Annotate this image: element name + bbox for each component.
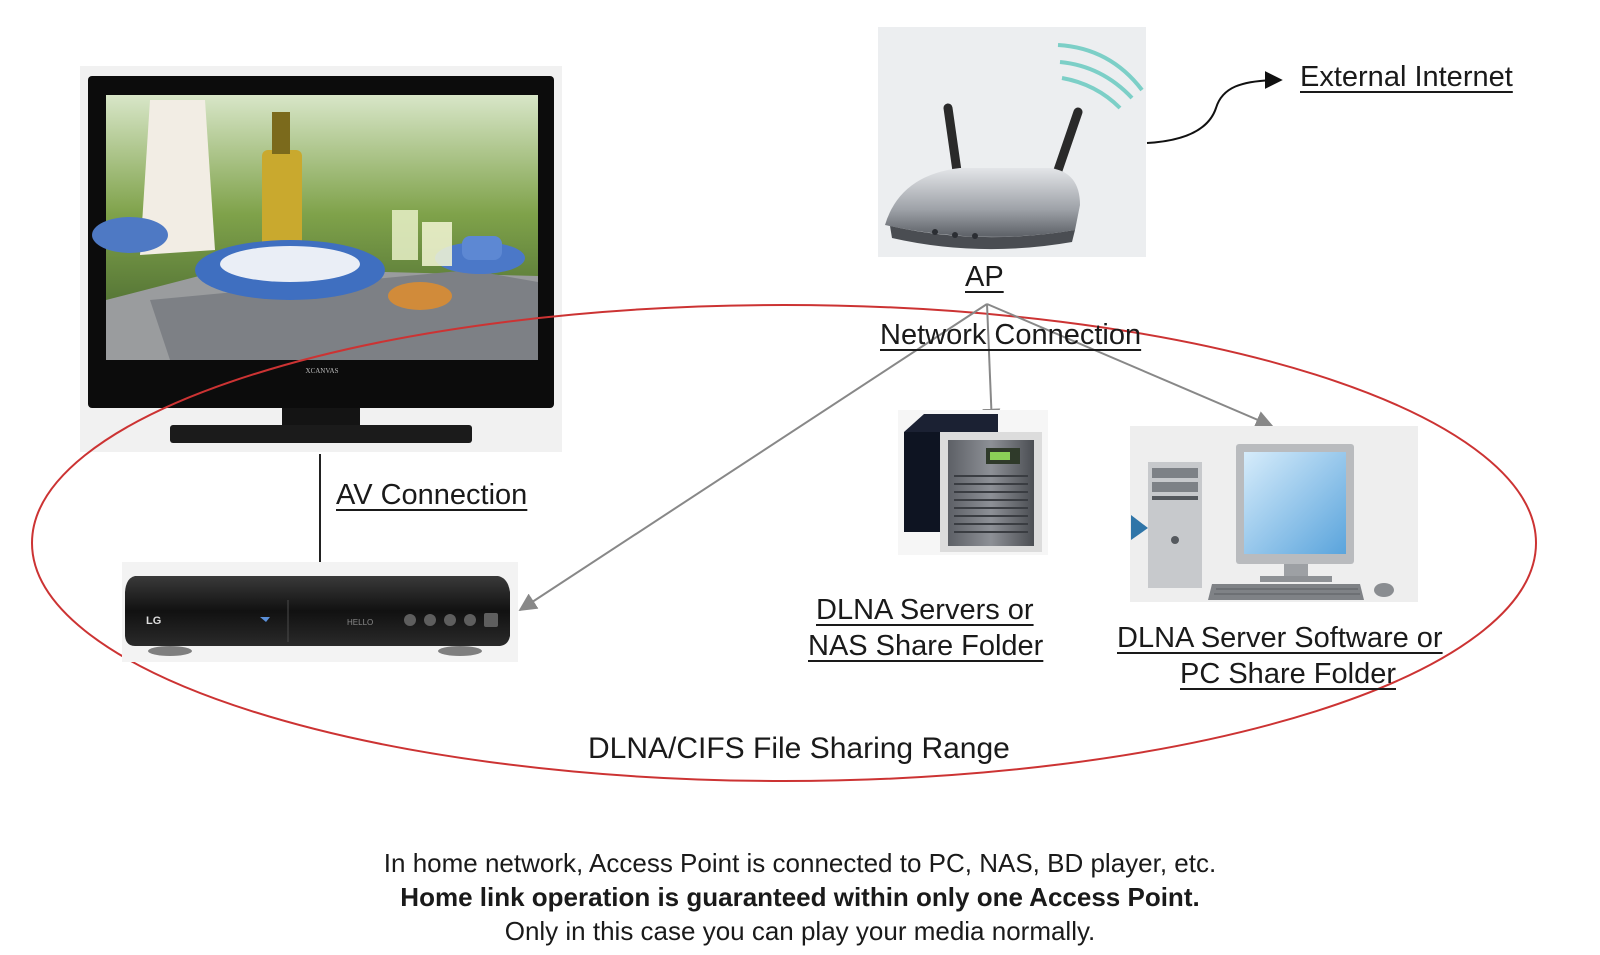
nas-label-line2: NAS Share Folder <box>808 630 1044 662</box>
pc-computer-icon <box>1130 426 1418 602</box>
player-display-label: HELLO <box>347 618 373 627</box>
caption-line3: Only in this case you can play your medi… <box>504 916 1096 946</box>
pc-label-line1: DLNA Server Software or <box>1117 622 1443 654</box>
internet-connection-arrow <box>1146 71 1283 144</box>
external-internet-label: External Internet <box>1300 61 1513 93</box>
network-connection-label: Network Connection <box>880 319 1142 351</box>
ap-label: AP <box>965 261 1004 293</box>
router-icon <box>878 27 1146 257</box>
sharing-range-ellipse <box>31 304 1537 782</box>
pc-label-line2: PC Share Folder <box>1180 658 1396 690</box>
tv-icon: XCANVAS <box>80 66 562 452</box>
nas-label-line1: DLNA Servers or <box>816 594 1034 626</box>
nas-server-icon <box>898 410 1048 555</box>
bluray-player-icon: LG HELLO <box>122 562 518 662</box>
sharing-range-label: DLNA/CIFS File Sharing Range <box>588 732 1010 765</box>
caption-line2: Home link operation is guaranteed within… <box>400 882 1200 912</box>
network-connection-lines <box>518 303 1274 611</box>
player-brand-label: LG <box>146 615 161 627</box>
wifi-signal-icon <box>1057 43 1144 110</box>
caption: In home network, Access Point is connect… <box>0 846 1600 948</box>
av-connection-label: AV Connection <box>336 479 528 511</box>
caption-line1: In home network, Access Point is connect… <box>383 848 1217 878</box>
tv-brand-label: XCANVAS <box>306 367 339 375</box>
